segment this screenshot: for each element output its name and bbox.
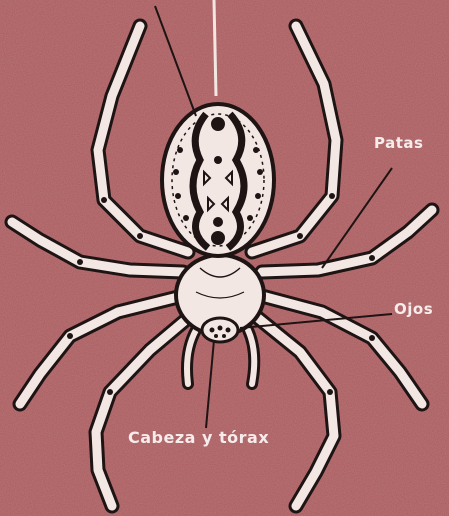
label-legs: Patas <box>374 134 423 152</box>
silk-thread <box>214 0 216 96</box>
abdomen <box>162 104 274 256</box>
label-head-thorax: Cabeza y tórax <box>128 428 269 447</box>
label-eyes: Ojos <box>394 300 433 318</box>
